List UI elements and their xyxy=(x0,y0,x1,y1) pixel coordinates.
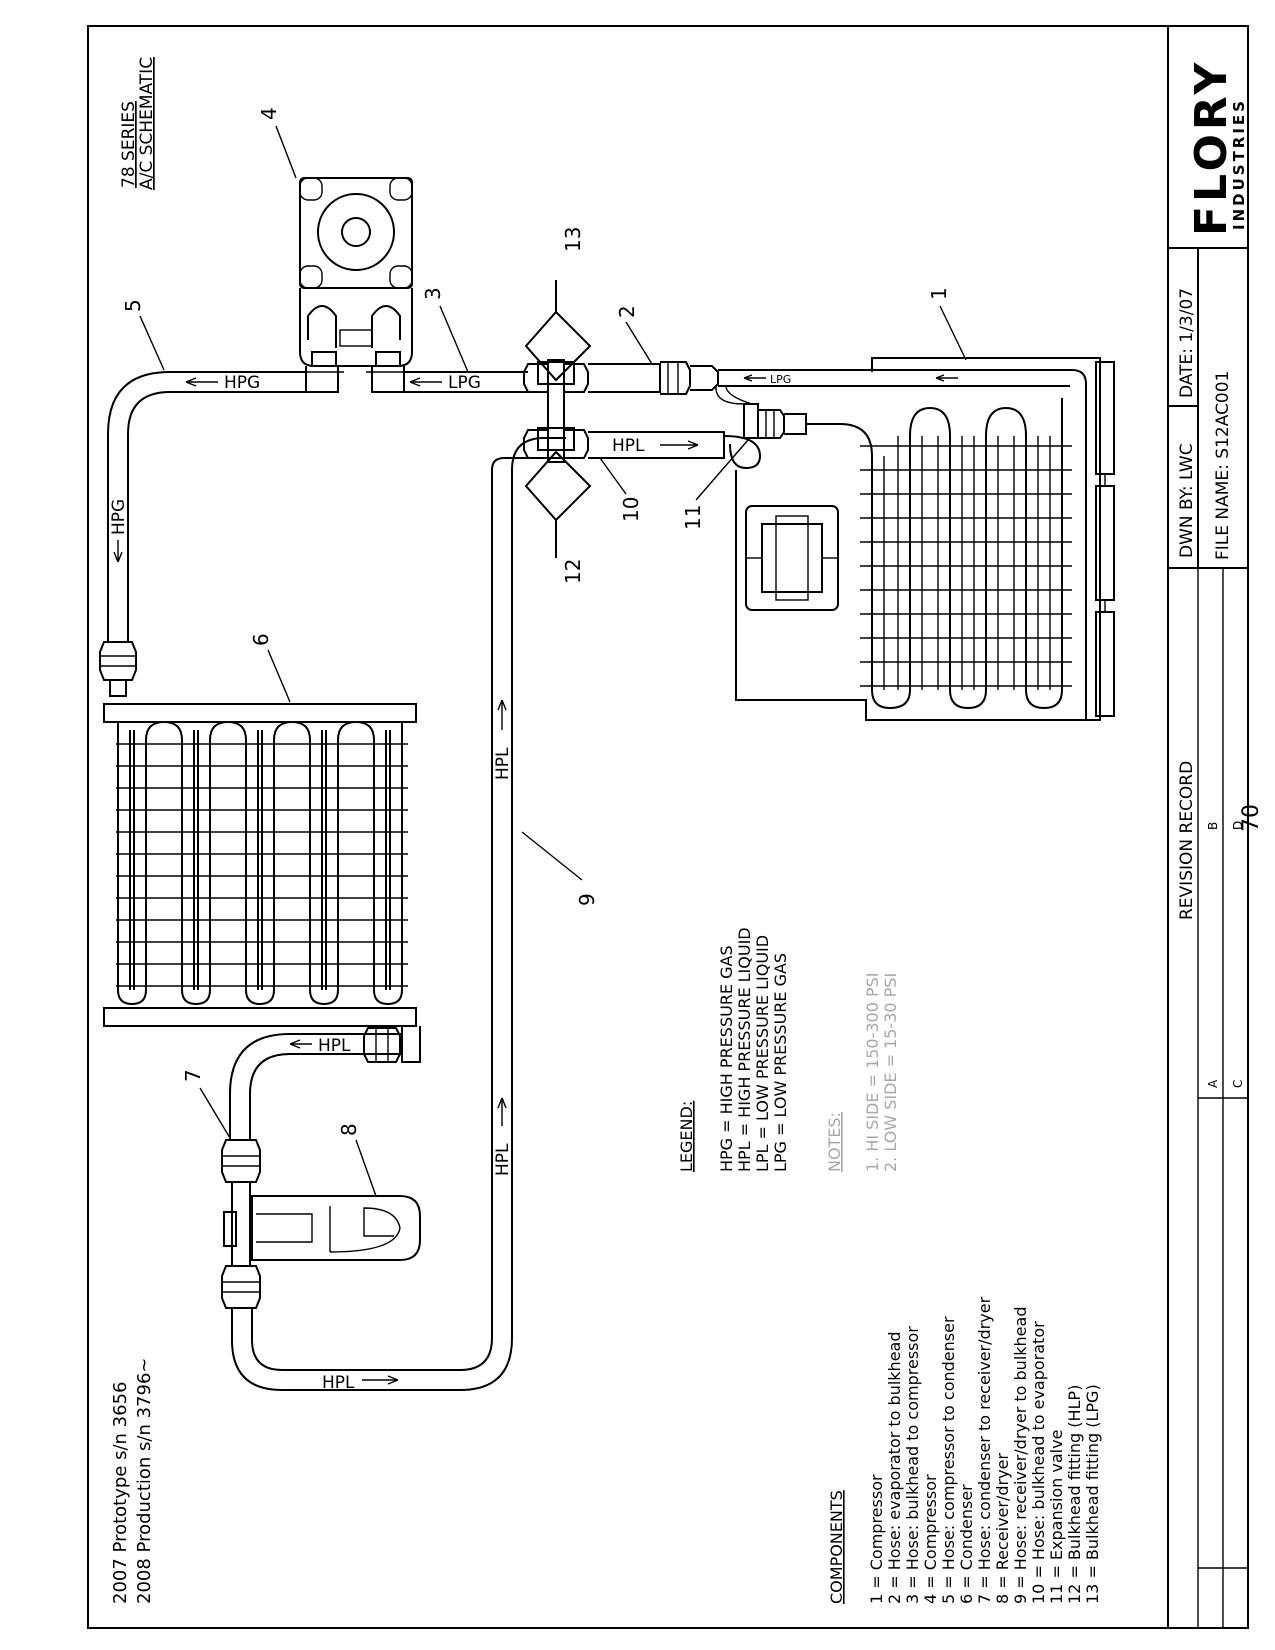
expansion-valve-11 xyxy=(715,385,807,439)
components-item: 9 = Hose: receiver/dryer to bulkhead xyxy=(1011,1307,1030,1604)
hose-5-hpg: HPG HPG xyxy=(107,371,307,642)
flow-label-hpl-7: HPL xyxy=(318,1036,351,1056)
date-field: DATE: 1/3/07 xyxy=(1177,288,1197,398)
callout-13: 13 xyxy=(561,227,585,252)
notes-item: 1. HI SIDE = 150-300 PSI xyxy=(863,972,882,1172)
components-item: 13 = Bulkhead fitting (LPG) xyxy=(1083,1384,1102,1604)
drawn-by-field: DWN BY: LWC xyxy=(1177,443,1197,558)
components-item: 4 = Compressor xyxy=(921,1474,940,1604)
file-name-field: FILE NAME: S12AC001 xyxy=(1213,371,1233,560)
legend-item: HPG = HIGH PRESSURE GAS xyxy=(717,945,736,1172)
legend-item: HPL = HIGH PRESSURE LIQUID xyxy=(735,927,754,1172)
components-item: 5 = Hose: compressor to condenser xyxy=(939,1316,958,1604)
evaporator-1 xyxy=(735,357,1115,721)
revision-c: C xyxy=(1231,1080,1245,1088)
callout-3: 3 xyxy=(421,287,445,300)
components-item: 12 = Bulkhead fitting (HLP) xyxy=(1065,1385,1084,1604)
flow-label-lpg-evap: LPG xyxy=(770,373,791,386)
legend-item: LPG = LOW PRESSURE GAS xyxy=(771,953,790,1172)
compressor-4 xyxy=(299,177,413,393)
company-logo: FLORY xyxy=(1186,59,1237,236)
components-list: COMPONENTS 1 = Compressor 2 = Hose: evap… xyxy=(827,1296,1102,1604)
title-line-1: 78 SERIES xyxy=(119,101,139,188)
hose-2: LPG xyxy=(588,361,860,395)
title-line-2: A/C SCHEMATIC xyxy=(137,57,157,190)
drawing-border xyxy=(87,25,1249,1629)
callout-5: 5 xyxy=(121,299,145,312)
flow-label-lpg: LPG xyxy=(448,373,481,393)
components-item: 1 = Compressor xyxy=(867,1474,886,1604)
flow-label-hpg: HPG xyxy=(224,373,260,393)
legend-heading: LEGEND: xyxy=(677,1101,696,1172)
components-item: 2 = Hose: evaporator to bulkhead xyxy=(885,1331,904,1604)
components-item: 3 = Hose: bulkhead to compressor xyxy=(903,1326,922,1604)
revision-b: B xyxy=(1206,822,1220,830)
components-item: 10 = Hose: bulkhead to evaporator xyxy=(1029,1321,1048,1604)
bulkhead-fitting-13 xyxy=(523,280,592,463)
drawing-title: 78 SERIES A/C SCHEMATIC xyxy=(119,57,157,190)
callout-8: 8 xyxy=(337,1123,361,1136)
title-block: FLORY INDUSTRIES DATE: 1/3/07 DWN BY: LW… xyxy=(1167,26,1264,1628)
flow-label-hpl-left: HPL xyxy=(493,1143,513,1176)
callout-4: 4 xyxy=(257,107,281,120)
flow-label-hpl-bottom: HPL xyxy=(322,1373,355,1393)
notes: NOTES: 1. HI SIDE = 150-300 PSI 2. LOW S… xyxy=(825,972,900,1172)
page-number: 70 xyxy=(1239,804,1264,832)
flow-label-hpl-10: HPL xyxy=(612,436,645,456)
components-item: 6 = Condenser xyxy=(957,1484,976,1604)
hose-7-hpl: HPL xyxy=(229,1027,402,1140)
flow-label-hpg-vertical: HPG xyxy=(109,499,129,535)
components-item: 8 = Receiver/dryer xyxy=(993,1453,1012,1604)
callout-9: 9 xyxy=(575,893,599,906)
callout-1: 1 xyxy=(927,287,951,300)
callout-10: 10 xyxy=(619,497,643,522)
callouts: 1 2 3 4 5 6 7 8 9 10 11 12 13 xyxy=(121,107,967,1197)
hose-10-hpl: HPL xyxy=(588,431,762,470)
prototype-serial: 2007 Prototype s/n 3656 xyxy=(110,1382,131,1604)
revision-record-label: REVISION RECORD xyxy=(1177,761,1197,920)
callout-11: 11 xyxy=(681,505,705,530)
legend-item: LPL = LOW PRESSURE LIQUID xyxy=(753,935,772,1172)
hose-3-lpg: LPG xyxy=(403,371,528,393)
receiver-dryer-8 xyxy=(221,1139,421,1309)
callout-12: 12 xyxy=(561,559,585,584)
flow-label-hpl-upper: HPL xyxy=(493,747,513,780)
company-logo-sub: INDUSTRIES xyxy=(1230,98,1248,230)
condenser-6 xyxy=(103,703,421,1063)
components-heading: COMPONENTS xyxy=(827,1490,846,1604)
revision-d: D xyxy=(1231,821,1245,830)
fitting-condenser-inlet xyxy=(99,641,137,697)
legend: LEGEND: HPG = HIGH PRESSURE GAS HPL = HI… xyxy=(677,927,790,1172)
bulkhead-fitting-12 xyxy=(523,429,592,558)
notes-heading: NOTES: xyxy=(825,1112,844,1172)
hose-9-hpl: HPL HPL HPL xyxy=(231,437,566,1393)
components-item: 7 = Hose: condenser to receiver/dryer xyxy=(975,1296,994,1604)
notes-item: 2. LOW SIDE = 15-30 PSI xyxy=(881,973,900,1172)
components-item: 11 = Expansion valve xyxy=(1047,1430,1066,1604)
production-serial: 2008 Production s/n 3796~ xyxy=(134,1358,155,1604)
revision-a: A xyxy=(1206,1079,1220,1088)
callout-6: 6 xyxy=(249,633,273,646)
callout-7: 7 xyxy=(181,1069,205,1082)
callout-2: 2 xyxy=(615,305,639,318)
serial-numbers: 2007 Prototype s/n 3656 2008 Production … xyxy=(110,1358,155,1604)
